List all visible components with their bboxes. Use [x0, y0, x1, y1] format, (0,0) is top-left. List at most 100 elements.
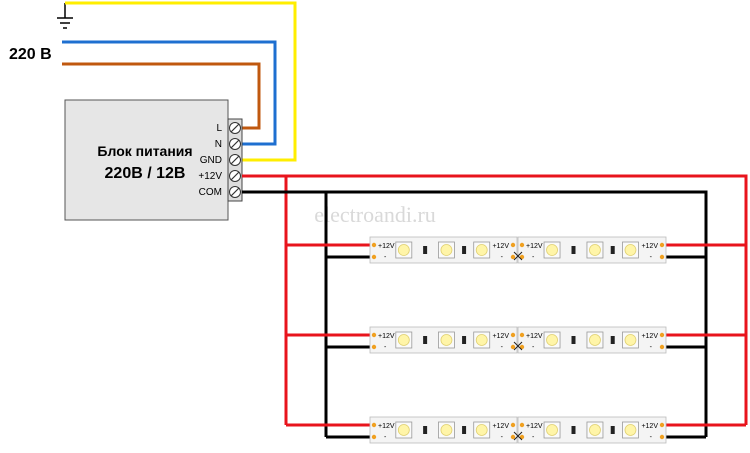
mains-voltage-label: 220 В — [9, 46, 52, 63]
strip-plus12v-label: +12V — [378, 243, 395, 250]
smd-led-icon — [438, 331, 455, 349]
smd-resistor-icon — [610, 426, 615, 434]
led-strip-segment: +12V-+12V- — [517, 236, 667, 264]
watermark: electroandi.ru — [314, 202, 436, 227]
line-wire — [62, 62, 261, 130]
solder-pad — [371, 254, 377, 260]
power-supply-rating: 220В / 12В — [105, 165, 186, 182]
strip-plus12v-label: +12V — [641, 243, 658, 250]
strip-plus12v-label: +12V — [492, 333, 509, 340]
terminal-screw-icon — [229, 122, 241, 134]
smd-resistor-icon — [610, 336, 615, 344]
terminal-label-plus12v: +12V — [198, 171, 222, 182]
solder-pad — [371, 242, 377, 248]
strip-minus-label: - — [650, 434, 653, 441]
smd-resistor-icon — [462, 336, 467, 344]
smd-led-icon — [622, 421, 639, 439]
solder-pad — [510, 242, 516, 248]
smd-resistor-icon — [571, 246, 576, 254]
solder-pad — [510, 344, 516, 350]
smd-led-icon — [622, 241, 639, 259]
solder-pad — [519, 332, 525, 338]
smd-resistor-icon — [571, 336, 576, 344]
power-supply-body — [64, 99, 229, 221]
led-strip-segment: +12V-+12V- — [369, 326, 518, 354]
led-strip-row: +12V-+12V-+12V-+12V- — [286, 236, 746, 264]
solder-pad — [510, 332, 516, 338]
solder-pad — [519, 434, 525, 440]
neutral-wire — [62, 40, 277, 146]
smd-led-icon — [473, 241, 491, 259]
smd-led-icon — [543, 331, 561, 349]
solder-pad — [659, 242, 665, 248]
led-strip-segment: +12V-+12V- — [369, 416, 518, 444]
terminal-label-n: N — [215, 139, 222, 150]
strip-plus12v-label: +12V — [378, 333, 395, 340]
smd-resistor-icon — [423, 246, 428, 254]
cut-mark-icon — [513, 431, 523, 441]
solder-pad — [659, 422, 665, 428]
cut-mark-icon — [513, 251, 523, 261]
strip-plus12v-label: +12V — [492, 243, 509, 250]
terminal-label-gnd: GND — [200, 155, 222, 166]
smd-resistor-icon — [423, 336, 428, 344]
cut-mark-icon — [513, 341, 523, 351]
strip-plus12v-label: +12V — [492, 423, 509, 430]
solder-pad — [659, 254, 665, 260]
smd-resistor-icon — [462, 426, 467, 434]
strip-plus12v-label: +12V — [641, 333, 658, 340]
solder-pad — [659, 344, 665, 350]
led-strip-segment: +12V - +12V - — [517, 326, 667, 354]
smd-led-icon — [438, 421, 455, 439]
smd-led-icon — [395, 421, 413, 439]
ground-wire — [65, 1, 297, 162]
strip-minus-label: - — [650, 254, 653, 261]
led-strip-row: +12V-+12V-+12V-+12V- — [286, 416, 746, 444]
strip-plus12v-label: +12V — [526, 423, 543, 430]
strip-minus-label: - — [384, 344, 387, 351]
smd-resistor-icon — [423, 426, 428, 434]
solder-pad — [371, 332, 377, 338]
terminal-label-com: COM — [199, 187, 222, 198]
solder-pad — [659, 332, 665, 338]
led-strip-segment: +12V - +12V - — [369, 236, 518, 264]
strip-minus-label: - — [532, 344, 535, 351]
strip-minus-label: - — [532, 434, 535, 441]
solder-pad — [371, 434, 377, 440]
smd-led-icon — [473, 421, 491, 439]
plus12v-bus-wire — [242, 174, 748, 425]
terminal-block: L N GND +12V COM — [198, 118, 243, 202]
terminal-label-l: L — [216, 123, 222, 134]
smd-resistor-icon — [571, 426, 576, 434]
solder-pad — [510, 254, 516, 260]
smd-led-icon — [438, 241, 455, 259]
solder-pad — [519, 242, 525, 248]
solder-pad — [371, 344, 377, 350]
strip-minus-label: - — [650, 344, 653, 351]
terminal-screw-icon — [229, 170, 241, 182]
solder-pad — [519, 344, 525, 350]
solder-pad — [519, 254, 525, 260]
terminal-screw-icon — [229, 138, 241, 150]
smd-resistor-icon — [462, 246, 467, 254]
strip-plus12v-label: +12V — [526, 333, 543, 340]
led-strip-row: +12V-+12V-+12V-+12V- — [286, 326, 746, 354]
strip-minus-label: - — [501, 254, 504, 261]
smd-resistor-icon — [610, 246, 615, 254]
smd-led-icon — [473, 331, 491, 349]
common-bus-wire — [242, 190, 708, 437]
terminal-screw-icon — [229, 154, 241, 166]
strip-minus-label: - — [384, 254, 387, 261]
ground-symbol-icon — [57, 3, 73, 29]
solder-pad — [510, 434, 516, 440]
led-strip-segment: +12V-+12V- — [517, 416, 667, 444]
smd-led-icon — [395, 331, 413, 349]
smd-led-icon — [586, 331, 604, 349]
smd-led-icon — [543, 421, 561, 439]
strip-minus-label: - — [501, 434, 504, 441]
smd-led-icon — [543, 241, 561, 259]
solder-pad — [519, 422, 525, 428]
terminal-screw-icon — [229, 186, 241, 198]
power-supply-title: Блок питания — [97, 143, 192, 159]
